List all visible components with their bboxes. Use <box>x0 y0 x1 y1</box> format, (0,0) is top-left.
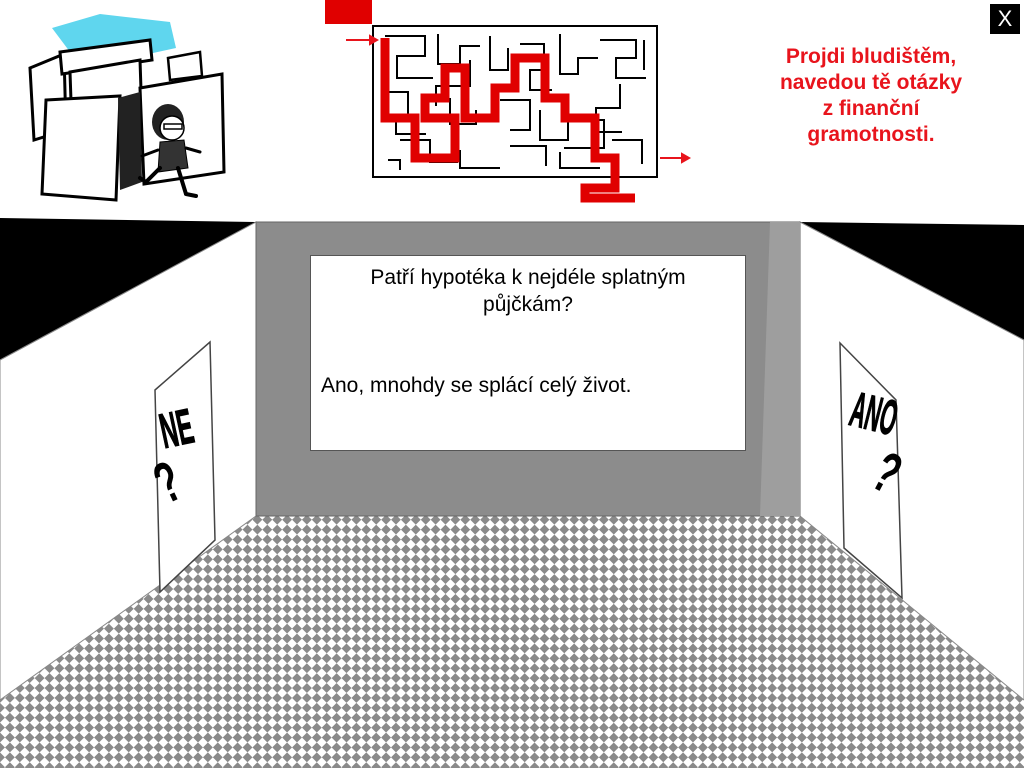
instruction-line-2: navedou tě otázky <box>779 71 963 94</box>
instruction-line-3: z finanční <box>822 97 920 120</box>
instruction-line-4: gramotnosti. <box>807 123 935 146</box>
door-ano-label: ANO <box>845 383 903 447</box>
close-button[interactable]: X <box>990 4 1020 34</box>
maze-solution-path <box>380 38 635 203</box>
instruction-line-1: Projdi bludištěm, <box>785 45 957 68</box>
maze-illustration <box>28 14 226 202</box>
door-ne-label: NE <box>155 399 198 460</box>
instruction-text: Projdi bludištěm, navedou tě otázky z fi… <box>746 44 996 148</box>
door-ne[interactable]: NE ? <box>145 340 216 594</box>
floor <box>0 516 1024 768</box>
question-panel: Patří hypotéka k nejdéle splatným půjčká… <box>310 255 746 451</box>
ceiling-left <box>0 218 256 360</box>
door-ano[interactable]: ANO ? <box>839 341 911 600</box>
answer-text: Ano, mnohdy se splácí celý život. <box>321 374 632 397</box>
maze-map <box>325 0 692 203</box>
runner-figure <box>138 104 202 198</box>
back-wall-shade <box>760 222 800 516</box>
question-text: Patří hypotéka k nejdéle splatným půjčká… <box>370 266 686 316</box>
